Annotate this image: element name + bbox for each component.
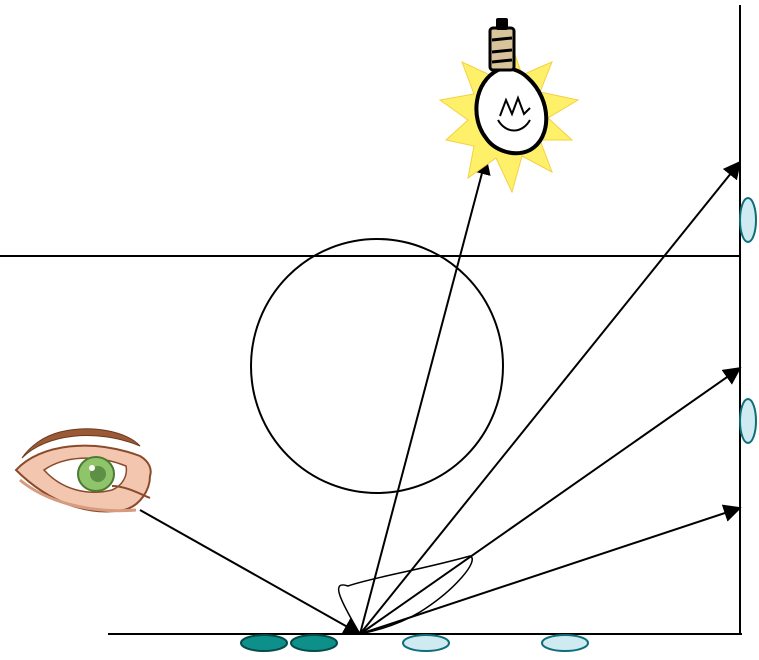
light-ray (360, 158, 486, 634)
sphere-circle (251, 239, 503, 493)
floor-patch-2 (291, 635, 337, 651)
floor-patch-4 (542, 635, 588, 651)
reflected-ray-1 (360, 162, 740, 634)
floor-patch-3 (403, 635, 449, 651)
wall-patch-upper (740, 198, 756, 242)
eye-icon (16, 429, 151, 512)
reflection-lobe (339, 556, 473, 634)
reflected-ray-2 (360, 368, 740, 634)
incoming-eye-ray (140, 510, 360, 634)
floor-patch-1 (241, 635, 287, 651)
reflected-ray-3 (360, 508, 740, 634)
wall-patch-lower (740, 399, 756, 443)
light-bulb-icon (440, 18, 578, 192)
